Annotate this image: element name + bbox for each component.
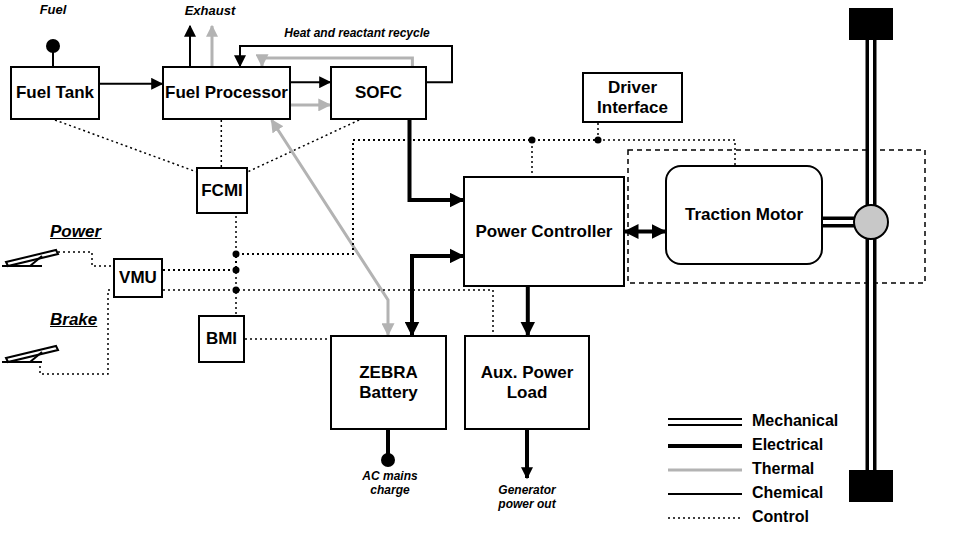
controller-box: BMI (198, 315, 245, 363)
node-label: Driver Interface (584, 78, 681, 117)
pedal-signal (58, 252, 113, 266)
node-label: Power Controller (476, 222, 613, 242)
brake-pedal (6, 346, 58, 362)
node-label: Fuel Processor (165, 83, 288, 103)
flow-connector (526, 287, 530, 335)
flow-connector (262, 58, 412, 66)
charge-line (386, 430, 390, 456)
pedal-label: Brake (50, 310, 110, 330)
exhaust-arrow (189, 26, 191, 66)
pedal-signal (40, 290, 113, 374)
axle (866, 40, 877, 470)
legend-sample (668, 418, 742, 420)
node-label: ZEBRA Battery (332, 363, 445, 402)
outlet-label: Exhaust (178, 4, 242, 19)
wheel (849, 470, 893, 502)
pedal-arm (30, 256, 42, 266)
inlet-label: Fuel (28, 3, 78, 18)
flow-connector (625, 230, 665, 234)
node-label: VMU (119, 268, 157, 288)
flow-connector (163, 140, 735, 270)
flow-connector (221, 120, 223, 167)
controller-box: VMU (113, 258, 163, 298)
port-label: Generator power out (494, 484, 560, 512)
pedal-arm (30, 352, 42, 362)
wheel (849, 8, 893, 40)
legend-text: Mechanical (752, 412, 838, 430)
flow-connector (163, 214, 236, 270)
legend-sample (668, 469, 742, 472)
legend-text: Control (752, 508, 809, 526)
edge-label: Heat and reactant recycle (262, 27, 452, 41)
flow-connector (248, 120, 359, 172)
node-label: Traction Motor (685, 205, 803, 225)
node-label: Aux. Power Load (466, 363, 588, 402)
axle (869, 40, 873, 470)
drive-shaft (823, 220, 856, 224)
power-pedal (6, 250, 58, 266)
fuel-line (52, 52, 54, 66)
exhaust-thermal-arrow (211, 26, 214, 66)
flow-connector (412, 256, 463, 335)
differential (854, 205, 888, 239)
interface-box: Driver Interface (582, 72, 683, 123)
drive-shaft (823, 217, 856, 228)
fuel-cell-box: SOFC (330, 66, 427, 120)
flow-connector (100, 83, 162, 85)
node-label: BMI (206, 329, 237, 349)
legend-text: Electrical (752, 436, 823, 454)
flow-connector (245, 338, 330, 340)
legend-sample (668, 424, 742, 426)
node-label: Fuel Tank (16, 83, 94, 103)
pedal-label: Power (50, 222, 110, 242)
legend-sample (668, 444, 742, 448)
flow-connector (291, 103, 330, 106)
motor-box: Traction Motor (665, 165, 823, 265)
drivetrain-outline (628, 150, 925, 283)
controller-box: FCMI (196, 167, 248, 214)
charge-plug (381, 453, 395, 467)
node-label: FCMI (201, 181, 243, 201)
port-label: AC mains charge (350, 470, 430, 498)
node-label: SOFC (355, 83, 402, 103)
generator-out-arrow (525, 430, 529, 478)
legend-sample (668, 517, 742, 519)
flow-connector (55, 120, 196, 172)
flow-connector (291, 81, 330, 83)
legend-sample (668, 493, 742, 495)
legend-text: Chemical (752, 484, 823, 502)
controller-box: Power Controller (463, 176, 625, 287)
fuel-inlet (46, 39, 60, 53)
legend-text: Thermal (752, 460, 814, 478)
load-box: Aux. Power Load (464, 335, 590, 430)
battery-box: ZEBRA Battery (330, 335, 447, 430)
flow-connector (163, 270, 236, 315)
flow-connector (272, 120, 388, 335)
flow-connector (410, 120, 464, 200)
tank-box: Fuel Tank (10, 66, 100, 120)
process-box: Fuel Processor (162, 66, 291, 120)
